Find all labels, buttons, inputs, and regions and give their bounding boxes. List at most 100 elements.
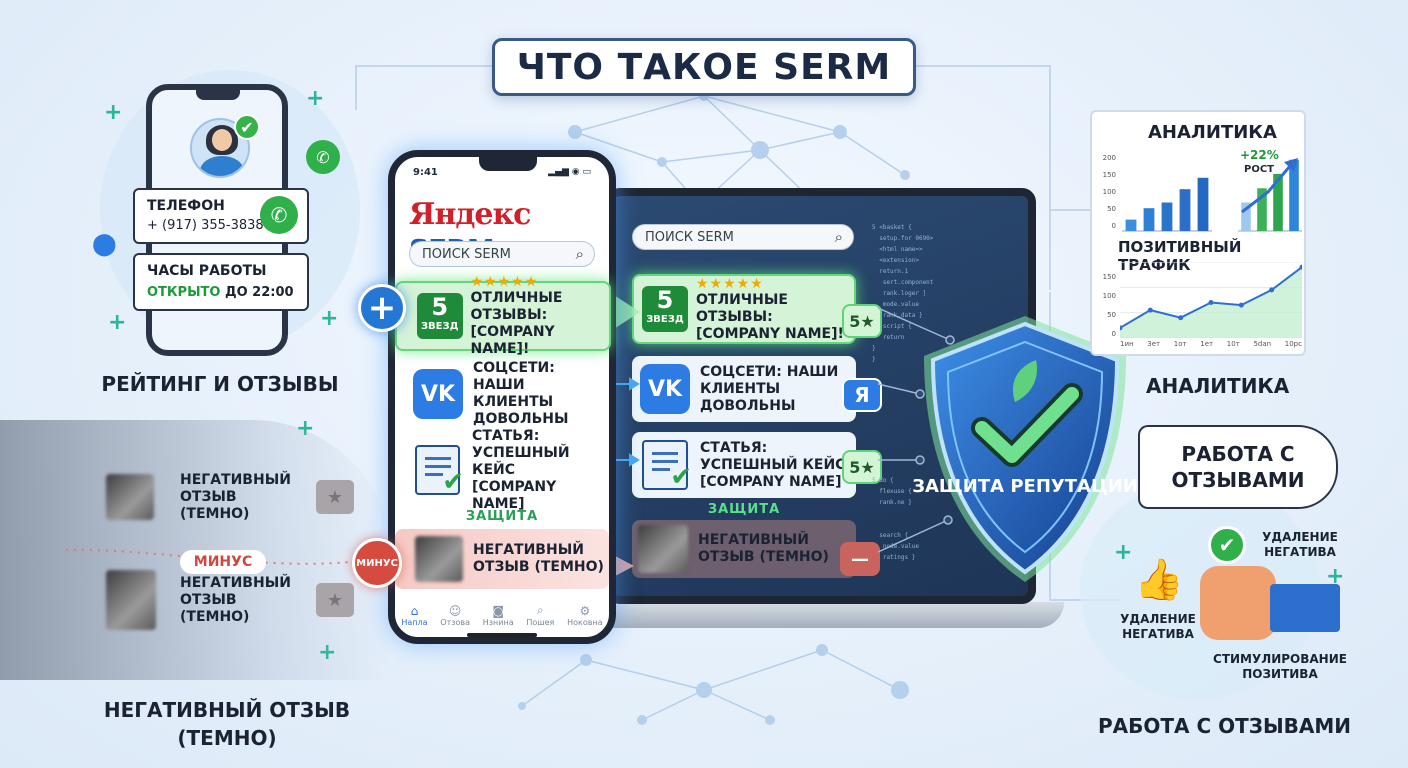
section-label: ЗАЩИТА: [707, 502, 781, 517]
data-point: [1147, 307, 1153, 313]
plus-icon: +: [104, 100, 123, 125]
growth-arrow: [1241, 165, 1292, 214]
blurred-avatar: [106, 570, 156, 630]
data-point: [1208, 300, 1214, 306]
nav-reviews[interactable]: ☺Отзова: [440, 604, 470, 627]
five-stars-badge: 5 ЗВЕЗД: [417, 293, 463, 339]
nav-settings[interactable]: ⚙Ноковна: [567, 604, 602, 627]
shield-icon: [924, 316, 1126, 582]
nav-label: Ноковна: [567, 617, 603, 627]
hours-status: ОТКРЫТО ДО 22:00: [147, 285, 294, 300]
star-icon: ★: [316, 583, 354, 617]
star-rating: ★★★★★: [470, 274, 539, 290]
analytics-title: АНАЛИТИКА: [1148, 122, 1277, 143]
brand-yandex: Яндекс: [409, 197, 531, 232]
stimulate-positive-label: СТИМУЛИРОВАНИЕ ПОЗИТИВА: [1213, 652, 1347, 681]
delete-negative-label: УДАЛЕНИЕ НЕГАТИВА: [1262, 530, 1338, 559]
thumbs-up-icon: 👍: [1134, 557, 1184, 603]
stars-word: ЗВЕЗД: [420, 321, 459, 332]
negative-review-text: НЕГАТИВНЫЙ ОТЗЫВ (ТЕМНО): [180, 471, 291, 522]
bar: [1289, 159, 1299, 231]
search-icon: ⌕: [834, 228, 843, 246]
phone-notch: [196, 90, 240, 100]
line-y-axis: 150 100 50 0: [1098, 268, 1116, 344]
sleeve: [1270, 584, 1340, 632]
bar: [1179, 189, 1191, 231]
laptop-article-row[interactable]: ✔ СТАТЬЯ: УСПЕШНЫЙ КЕЙС [COMPANY NAME]: [632, 432, 856, 498]
nav-camera[interactable]: ◙Нзнина: [483, 604, 514, 627]
nav-label: Напла: [401, 617, 428, 627]
search-placeholder: ПОИСК SERM: [645, 229, 734, 245]
nav-home[interactable]: ⌂Напла: [401, 604, 427, 627]
tick: 150: [1102, 273, 1116, 281]
avatar-face: [212, 129, 232, 151]
phone-search-input[interactable]: ПОИСК SERM ⌕: [409, 241, 595, 267]
phone-notch: [479, 157, 537, 171]
bar: [1273, 174, 1283, 231]
reviews-work-card: РАБОТА С ОТЗЫВАМИ: [1138, 425, 1338, 509]
bar-chart: [1122, 177, 1212, 232]
analytics-card: АНАЛИТИКА +22% РОСТ 200 150 100 50 0 ПОЗ…: [1090, 110, 1306, 356]
growth-arrow-head: [1284, 158, 1298, 172]
nav-label: Нзнина: [482, 617, 514, 627]
nav-search[interactable]: ⌕Пошея: [526, 603, 554, 627]
blurred-avatar: [106, 474, 154, 520]
tick: 100: [1102, 292, 1116, 300]
check-icon: ✔: [234, 114, 260, 140]
growth-label: РОСТ: [1244, 164, 1274, 175]
phone-negative-row[interactable]: НЕГАТИВНЫЙ ОТЗЫВ (ТЕМНО): [395, 529, 609, 589]
hours-card: ЧАСЫ РАБОТЫ ОТКРЫТО ДО 22:00: [133, 253, 309, 311]
laptop-negative-row[interactable]: НЕГАТИВНЫЙ ОТЗЫВ (ТЕМНО): [632, 520, 856, 578]
main-phone: 9:41 ▂▄▆ ◉ ▭ Яндекс SERM ПОИСК SERM ⌕ 5 …: [388, 150, 616, 644]
laptop-search-input[interactable]: ПОИСК SERM ⌕: [632, 224, 854, 250]
tick: 5dan: [1253, 340, 1272, 348]
phone-social-row[interactable]: VK СОЦСЕТИ: НАШИ КЛИЕНТЫ ДОВОЛЬНЫ: [403, 360, 603, 427]
hours-label: ЧАСЫ РАБОТЫ: [147, 263, 267, 279]
check-icon: ✔: [1208, 526, 1246, 564]
status-time: 9:41: [413, 167, 438, 178]
avatar-body: [200, 156, 244, 176]
tick: 150: [1102, 171, 1116, 179]
tick: 200: [1102, 154, 1116, 162]
section-label: ЗАЩИТА: [465, 509, 539, 524]
tick: 1от: [1173, 340, 1187, 348]
home-icon: ⌂: [410, 603, 419, 618]
laptop-review-row[interactable]: 5 ЗВЕЗД ★★★★★ ОТЛИЧНЫЕ ОТЗЫВЫ: [COMPANY …: [632, 274, 856, 344]
data-point: [1299, 264, 1302, 270]
tick: 10pc: [1284, 340, 1302, 348]
star-rating: ★★★★★: [696, 275, 764, 292]
bar: [1197, 177, 1209, 231]
social-text: СОЦСЕТИ: НАШИ КЛИЕНТЫ ДОВОЛЬНЫ: [473, 360, 569, 427]
laptop-base: [580, 602, 1064, 628]
rating-caption: РЕЙТИНГ И ОТЗЫВЫ: [101, 372, 339, 396]
laptop-social-row[interactable]: VK СОЦСЕТИ: НАШИ КЛИЕНТЫ ДОВОЛЬНЫ: [632, 356, 856, 422]
review-text: ОТЛИЧНЫЕ ОТЗЫВЫ: [COMPANY NAME]!: [470, 290, 563, 357]
phone-number[interactable]: + (917) 355-3838: [147, 218, 264, 233]
phone-review-row[interactable]: 5 ЗВЕЗД ★★★★★ ОТЛИЧНЫЕ ОТЗЫВЫ: [COMPANY …: [395, 274, 611, 357]
plus-icon: +: [108, 310, 127, 335]
reviews-work-caption: РАБОТА С ОТЗЫВАМИ: [1098, 714, 1352, 738]
bar: [1257, 188, 1267, 231]
document-check-icon: ✔: [415, 445, 464, 497]
bar: [1161, 202, 1173, 231]
article-text: СТАТЬЯ: УСПЕШНЫЙ КЕЙС [COMPANY NAME]: [472, 427, 570, 512]
plus-icon: +: [1114, 540, 1133, 565]
call-button[interactable]: ✆: [260, 196, 298, 234]
nav-label: Пошея: [526, 618, 555, 627]
search-icon: ⌕: [536, 603, 544, 617]
growth-value: +22%: [1240, 148, 1279, 162]
plus-icon: +: [358, 284, 406, 332]
gear-icon: ⚙: [579, 603, 591, 618]
search-icon: ⌕: [575, 245, 584, 263]
data-point: [1269, 287, 1275, 293]
stars-number: 5: [431, 293, 449, 321]
bar: [1241, 202, 1251, 231]
data-point: [1238, 302, 1244, 308]
tick: 10т: [1226, 340, 1240, 348]
data-point: [1120, 325, 1123, 331]
growth-bar-chart: [1238, 158, 1302, 232]
shield: ЗАЩИТА РЕПУТАЦИИ: [912, 310, 1138, 588]
shield-text: ЗАЩИТА РЕПУТАЦИИ: [912, 476, 1138, 497]
status-icons: ▂▄▆ ◉ ▭: [548, 167, 591, 177]
phone-article-row[interactable]: ✔ СТАТЬЯ: УСПЕШНЫЙ КЕЙС [COMPANY NAME]: [403, 428, 603, 512]
